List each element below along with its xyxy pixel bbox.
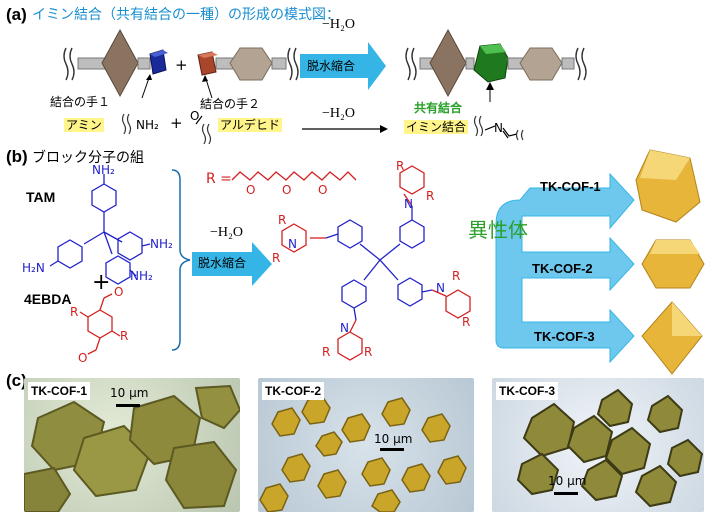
cof-r-5: R [322,345,331,359]
scale-label-2: 10 µm [374,432,413,446]
panel-a-label: (a) [6,5,27,24]
ebda-r-left: R [70,305,79,319]
minus-h2o-a2: −H₂O [322,106,355,121]
scale-bar-1 [116,404,140,407]
photo2-label: TK-COF-2 [262,382,324,400]
reaction-arrow-b [192,242,272,286]
isomer-label: 異性体 [468,218,528,242]
r-chain-o2: O [282,183,292,197]
bracket-shape [171,169,191,351]
cof3-label: TK-COF-3 [534,329,595,344]
scale-bar-3 [554,492,578,495]
r-equals: R = [206,171,232,187]
aldehyde-cube-shape [197,51,217,76]
cof-r-3: R [396,159,405,173]
cof-structure [281,165,471,361]
ebda-label: 4EBDA [24,291,72,307]
ebda-r-right: R [120,329,129,343]
hand1-label: 結合の手１ [50,95,111,109]
n-atom-a: N [494,121,503,135]
nh2-label-a: NH₂ [136,118,159,132]
tam-nh2-bottom: NH₂ [130,269,153,283]
ebda-o-top: O [114,285,124,299]
panel-a-graphics [63,28,587,145]
panel-b-graphics [49,149,705,375]
dehydration-label-a: 脱水縮合 [307,59,356,73]
plus-sign-a: + [175,56,188,74]
tam-nh2-right: NH₂ [150,237,173,251]
photo-cof3: TK-COF-3 10 µm [492,378,704,512]
chain-break-icon [63,47,75,81]
reaction-arrow-a [300,42,386,90]
photo1-label: TK-COF-1 [28,382,90,400]
o-atom-a: O [190,109,200,123]
cof-r-1: R [278,213,287,227]
cof-r-2: R [272,251,281,265]
tam-molecule [49,174,151,285]
hexagon-block-shape [229,47,273,81]
scale-label-1: 10 µm [110,386,149,400]
panel-c-label: (c) [6,371,27,390]
minus-h2o-b: −H₂O [210,225,243,240]
scale-bar-2 [380,448,404,451]
diamond-block-shape [101,28,139,98]
cof-r-8: R [462,315,471,329]
panel-b-label: (b) [6,147,28,166]
r-chain-o3: O [318,183,328,197]
aldehyde-label: アルデヒド [218,118,282,132]
minus-h2o-a: −H₂O [322,17,355,32]
block-title: ブロック分子の組 [32,150,144,166]
plus-sign-a2: + [170,114,183,132]
tam-label: TAM [26,189,56,205]
photo-cof2: TK-COF-2 10 µm [258,378,474,512]
photo-cof1: TK-COF-1 10 µm [24,378,240,512]
cof-r-4: R [426,189,435,203]
covalent-label: 共有結合 [414,101,463,115]
cof2-label: TK-COF-2 [532,261,593,276]
r-chain [231,171,357,181]
dehydration-label-b: 脱水縮合 [198,256,247,270]
r-chain-o1: O [246,183,256,197]
photo3-label: TK-COF-3 [496,382,558,400]
isomer-arrow [495,172,635,364]
panel-a-title: イミン結合（共有結合の一種）の形成の模式図： [32,7,340,23]
cof-n-right: N [436,281,445,295]
scale-label-3: 10 µm [548,474,587,488]
tam-h2n-left: H₂N [22,261,45,275]
imine-label: イミン結合 [404,120,469,134]
cof-r-6: R [364,345,373,359]
cof-r-7: R [452,269,461,283]
hand2-label: 結合の手２ [200,97,261,111]
amine-label: アミン [64,118,104,132]
cof1-label: TK-COF-1 [540,179,601,194]
ebda-molecule [79,293,121,355]
cof-n-bottom: N [340,321,349,335]
cof-n-top: N [404,197,413,211]
ebda-o-bottom: O [78,351,88,365]
cof-n-left: N [288,237,297,251]
tam-nh2-top: NH₂ [92,163,115,177]
